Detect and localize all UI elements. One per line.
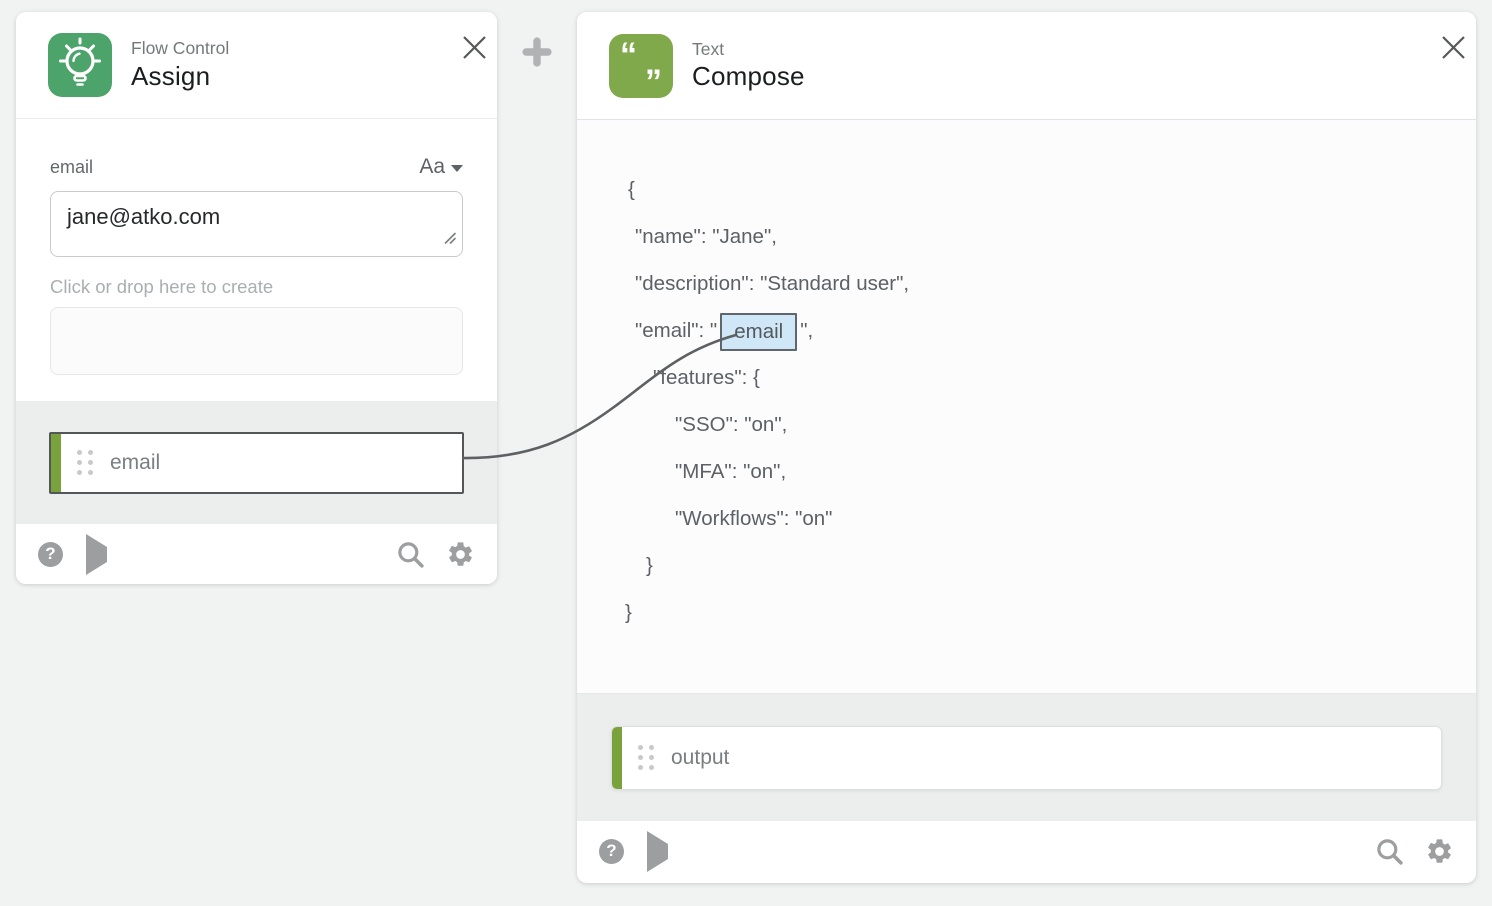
compose-output-section: output — [577, 694, 1476, 821]
lightbulb-icon — [48, 33, 112, 97]
code-line: { — [628, 178, 635, 201]
output-pill-email[interactable]: email — [49, 431, 464, 494]
output-pill-label: email — [110, 450, 161, 474]
code-line: "SSO": "on", — [675, 413, 788, 436]
code-line: } — [625, 601, 632, 624]
card-title: Compose — [692, 61, 805, 92]
text-format-dropdown[interactable]: Aa — [419, 155, 463, 179]
assign-card-header: Flow Control Assign — [16, 12, 497, 119]
search-icon[interactable] — [1375, 837, 1404, 866]
compose-card-titles: Text Compose — [692, 39, 805, 92]
compose-card-header: “ ” Text Compose — [577, 12, 1476, 119]
drag-handle-icon[interactable] — [638, 745, 654, 770]
email-input[interactable]: jane@atko.com — [50, 191, 463, 257]
email-field-row: email Aa — [50, 155, 463, 179]
create-drop-zone[interactable] — [50, 307, 463, 375]
search-icon[interactable] — [396, 540, 425, 569]
pill-stripe — [612, 726, 622, 789]
card-category: Flow Control — [131, 38, 230, 59]
gear-icon[interactable] — [1425, 837, 1454, 866]
pill-stripe — [51, 433, 61, 492]
plus-icon[interactable] — [521, 36, 553, 68]
assign-card-body: email Aa jane@atko.com Click or drop her… — [16, 119, 497, 401]
gear-icon[interactable] — [446, 540, 475, 569]
drop-hint-text: Click or drop here to create — [50, 276, 274, 297]
email-token-pill[interactable]: email — [720, 312, 798, 351]
quotes-icon: “ ” — [609, 33, 673, 101]
text-format-icon: Aa — [419, 155, 445, 178]
code-line: "name": "Jane", — [635, 225, 777, 248]
drag-handle-icon[interactable] — [77, 450, 93, 475]
run-icon[interactable] — [647, 830, 668, 872]
code-line: "MFA": "on", — [675, 460, 787, 483]
code-line: "features": { — [653, 366, 760, 389]
resize-handle-icon[interactable] — [442, 225, 457, 251]
assign-card-titles: Flow Control Assign — [131, 38, 229, 91]
close-icon[interactable] — [459, 32, 489, 62]
code-line: "description": "Standard user", — [635, 272, 910, 295]
assign-card: Flow Control Assign email Aa jane@atko.c… — [16, 12, 497, 584]
run-icon[interactable] — [86, 533, 107, 575]
code-line: } — [646, 554, 653, 577]
help-icon[interactable]: ? — [38, 541, 63, 567]
card-category: Text — [692, 38, 725, 59]
compose-toolbar: ? — [577, 821, 1476, 881]
code-line: "email": "email", — [625, 307, 1436, 354]
help-icon[interactable]: ? — [599, 838, 624, 864]
email-input-value: jane@atko.com — [67, 204, 221, 229]
close-icon[interactable] — [1438, 32, 1468, 62]
compose-card: “ ” Text Compose { "name": "Jane", "desc… — [577, 12, 1476, 883]
assign-output-section: email — [16, 401, 497, 524]
compose-text-editor[interactable]: { "name": "Jane", "description": "Standa… — [577, 119, 1476, 694]
output-pill-label: output — [671, 745, 730, 769]
assign-toolbar: ? — [16, 524, 497, 584]
email-field-label: email — [50, 156, 94, 177]
code-line: "Workflows": "on" — [675, 507, 833, 530]
output-pill-output[interactable]: output — [611, 725, 1442, 790]
chevron-down-icon — [451, 165, 463, 172]
card-title: Assign — [131, 60, 211, 91]
